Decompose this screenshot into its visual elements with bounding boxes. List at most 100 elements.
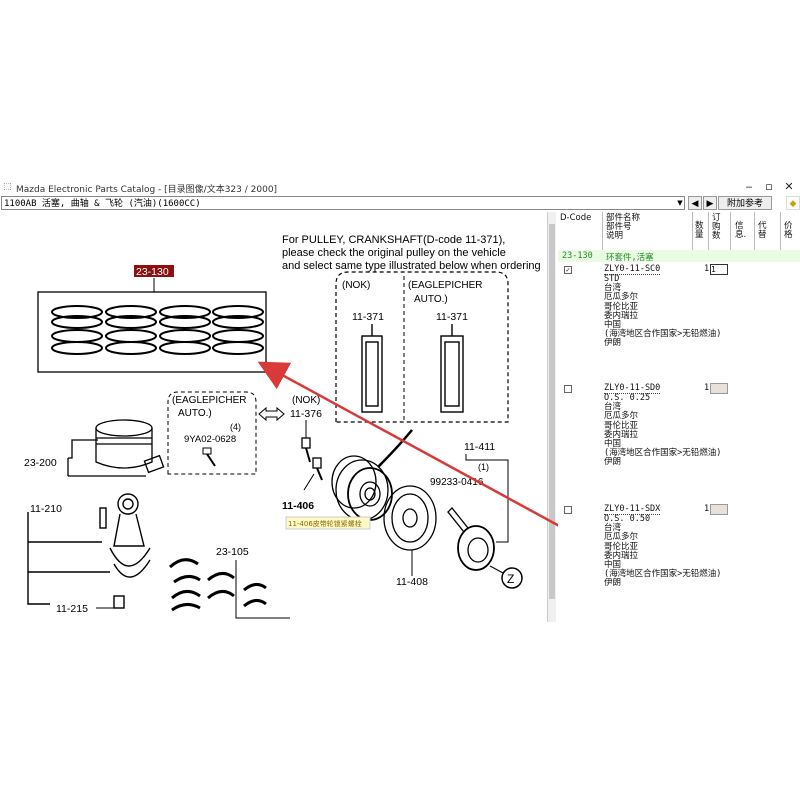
col-substitute[interactable]: 代 替: [758, 221, 767, 240]
desc-line: O.S. 0.25: [604, 393, 651, 403]
double-arrow: [258, 406, 285, 422]
part-description: O.S. 0.50 台湾 厄瓜多尔 哥伦比亚 委内瑞拉 中国 (海湾地区合作国家…: [604, 514, 794, 589]
nok-bolt-code[interactable]: 11-376: [290, 408, 322, 420]
diagram-scrollbar[interactable]: [547, 212, 556, 622]
diamond-icon[interactable]: ◆: [786, 196, 800, 210]
toolbar: 1100AB 活塞, 曲轴 & 飞轮 (汽油)(1600CC) ▼ ◀ ▶ 附加…: [0, 196, 800, 212]
title-bar: ⬚ Mazda Electronic Parts Catalog - [目录图像…: [0, 178, 800, 196]
eagle-bolt-label-1: (EAGLEPICHER: [172, 395, 246, 406]
next-button[interactable]: ▶: [703, 196, 717, 210]
close-button[interactable]: ✕: [784, 180, 794, 193]
crank-pulley-drawing: [301, 437, 495, 571]
window-title: Mazda Electronic Parts Catalog - [目录图像/文…: [16, 185, 278, 195]
eagle-pulley-code[interactable]: 11-371: [436, 311, 468, 323]
minimize-button[interactable]: ‒: [745, 180, 753, 193]
desc-line: 伊朗: [604, 457, 622, 468]
desc-line: 厄瓜多尔: [604, 292, 639, 303]
col-dcode[interactable]: D-Code: [560, 213, 592, 223]
piston-code[interactable]: 23-200: [24, 457, 57, 469]
part-qty: 1: [704, 383, 710, 393]
group-name: 环套件,活塞: [606, 253, 654, 263]
part-number[interactable]: ZLY0-11-SD0: [604, 383, 661, 394]
tooltip-text: 11-406皮带轮锁紧螺栓: [288, 519, 362, 528]
diagram-note-line2: please check the original pulley on the …: [282, 247, 506, 259]
eagle-variant-label-2: AUTO.): [414, 294, 448, 305]
part-checkbox[interactable]: [564, 506, 572, 514]
col-price[interactable]: 价格: [784, 221, 793, 240]
col-order-qty[interactable]: 订 购 数: [712, 213, 721, 241]
model-select[interactable]: 1100AB 活塞, 曲轴 & 飞轮 (汽油)(1600CC): [1, 196, 685, 210]
col-name[interactable]: 部件名称 部件号 说明: [606, 213, 641, 241]
part-row[interactable]: ZLY0-11-SD0 1 O.S. 0.25 台湾 厄瓜多尔 哥伦比亚 委内瑞…: [558, 383, 800, 467]
part-checkbox[interactable]: ✓: [564, 266, 572, 274]
desc-line: 哥伦比亚: [604, 301, 639, 312]
col-qty[interactable]: 数 量: [695, 221, 704, 240]
order-qty-input[interactable]: [710, 504, 728, 515]
pulley-code[interactable]: 11-408: [396, 576, 428, 588]
desc-line: 台湾: [604, 402, 622, 413]
eagle-bolt-qty: (4): [230, 422, 241, 432]
bearing-leader: [235, 560, 290, 619]
maximize-button[interactable]: ▫: [765, 180, 773, 193]
desc-line: 伊朗: [604, 578, 622, 589]
zoom-marker-circle[interactable]: [501, 567, 523, 589]
desc-line: 委内瑞拉: [604, 429, 639, 440]
zoom-marker-label: Z: [507, 572, 514, 586]
group-code: 23-130: [562, 251, 593, 261]
key-code[interactable]: 11-411: [464, 441, 495, 453]
desc-line: 台湾: [604, 523, 622, 534]
parts-list-header: D-Code 部件名称 部件号 说明 数 量 订 购 数 信 息. 代 替 价格: [558, 212, 800, 251]
desc-line: (海湾地区合作国家>无铅燃油): [604, 448, 722, 459]
order-qty-input[interactable]: 1: [710, 264, 728, 275]
diagram-note-line1: For PULLEY, CRANKSHAFT(D-code 11-371),: [282, 234, 505, 246]
desc-line: (海湾地区合作国家>无铅燃油): [604, 329, 722, 340]
desc-line: (海湾地区合作国家>无铅燃油): [604, 569, 722, 580]
parts-diagram[interactable]: For PULLEY, CRANKSHAFT(D-code 11-371), p…: [0, 212, 556, 622]
desc-line: 哥伦比亚: [604, 420, 639, 431]
part-number[interactable]: ZLY0-11-SC0: [604, 264, 661, 275]
desc-line: 中国: [604, 320, 622, 331]
scrollbar-thumb[interactable]: [549, 224, 555, 599]
bearing-drawing: [168, 558, 267, 612]
piston-rings: [51, 305, 264, 355]
prev-button[interactable]: ◀: [688, 196, 702, 210]
part-number[interactable]: ZLY0-11-SDX: [604, 504, 661, 515]
desc-line: 台湾: [604, 283, 622, 294]
nok-bolt-label: (NOK): [292, 395, 320, 406]
part-checkbox[interactable]: [564, 385, 572, 393]
order-qty-input[interactable]: [710, 383, 728, 394]
eagle-pulley-section: [440, 324, 464, 413]
nok-pulley-section: [361, 324, 383, 413]
group-row[interactable]: 23-130 环套件,活塞: [558, 250, 800, 263]
key-qty: (1): [478, 462, 489, 472]
bearing-code[interactable]: 23-105: [216, 546, 249, 558]
nok-variant-label: (NOK): [342, 280, 370, 291]
app-icon: ⬚: [3, 182, 12, 192]
add-reference-button[interactable]: 附加参考: [718, 196, 772, 210]
pulley-bolt-code[interactable]: 11-406: [282, 500, 314, 512]
eagle-bolt-box: [167, 391, 257, 475]
ring-set-highlight: [134, 265, 174, 277]
part-qty: 1: [704, 264, 710, 274]
desc-line: STD: [604, 274, 620, 284]
desc-line: 委内瑞拉: [604, 550, 639, 561]
nok-pulley-code[interactable]: 11-371: [352, 311, 384, 323]
part-row[interactable]: ZLY0-11-SDX 1 O.S. 0.50 台湾 厄瓜多尔 哥伦比亚 委内瑞…: [558, 504, 800, 588]
part-description: O.S. 0.25 台湾 厄瓜多尔 哥伦比亚 委内瑞拉 中国 (海湾地区合作国家…: [604, 393, 794, 468]
key-part-no[interactable]: 99233-0416: [430, 477, 484, 488]
eagle-bolt-drawing: [202, 447, 216, 467]
col-info[interactable]: 信 息.: [735, 221, 747, 240]
conrod-nut-code[interactable]: 11-215: [56, 603, 88, 615]
chevron-down-icon[interactable]: ▼: [677, 199, 683, 207]
ring-set-code[interactable]: 23-130: [136, 266, 169, 278]
desc-line: 委内瑞拉: [604, 310, 639, 321]
conrod-drawing: [27, 493, 151, 609]
desc-line: 伊朗: [604, 338, 622, 349]
ring-set-box: [37, 291, 267, 373]
conrod-code[interactable]: 11-210: [30, 503, 62, 515]
eagle-bolt-code[interactable]: 9YA02-0628: [184, 434, 236, 445]
pulley-pointer: [377, 429, 413, 468]
part-row[interactable]: ✓ ZLY0-11-SC0 1 1 STD 台湾 厄瓜多尔 哥伦比亚 委内瑞拉 …: [558, 264, 800, 348]
eagle-variant-label-1: (EAGLEPICHER: [408, 280, 482, 291]
pulley-variants-box: [335, 271, 509, 423]
